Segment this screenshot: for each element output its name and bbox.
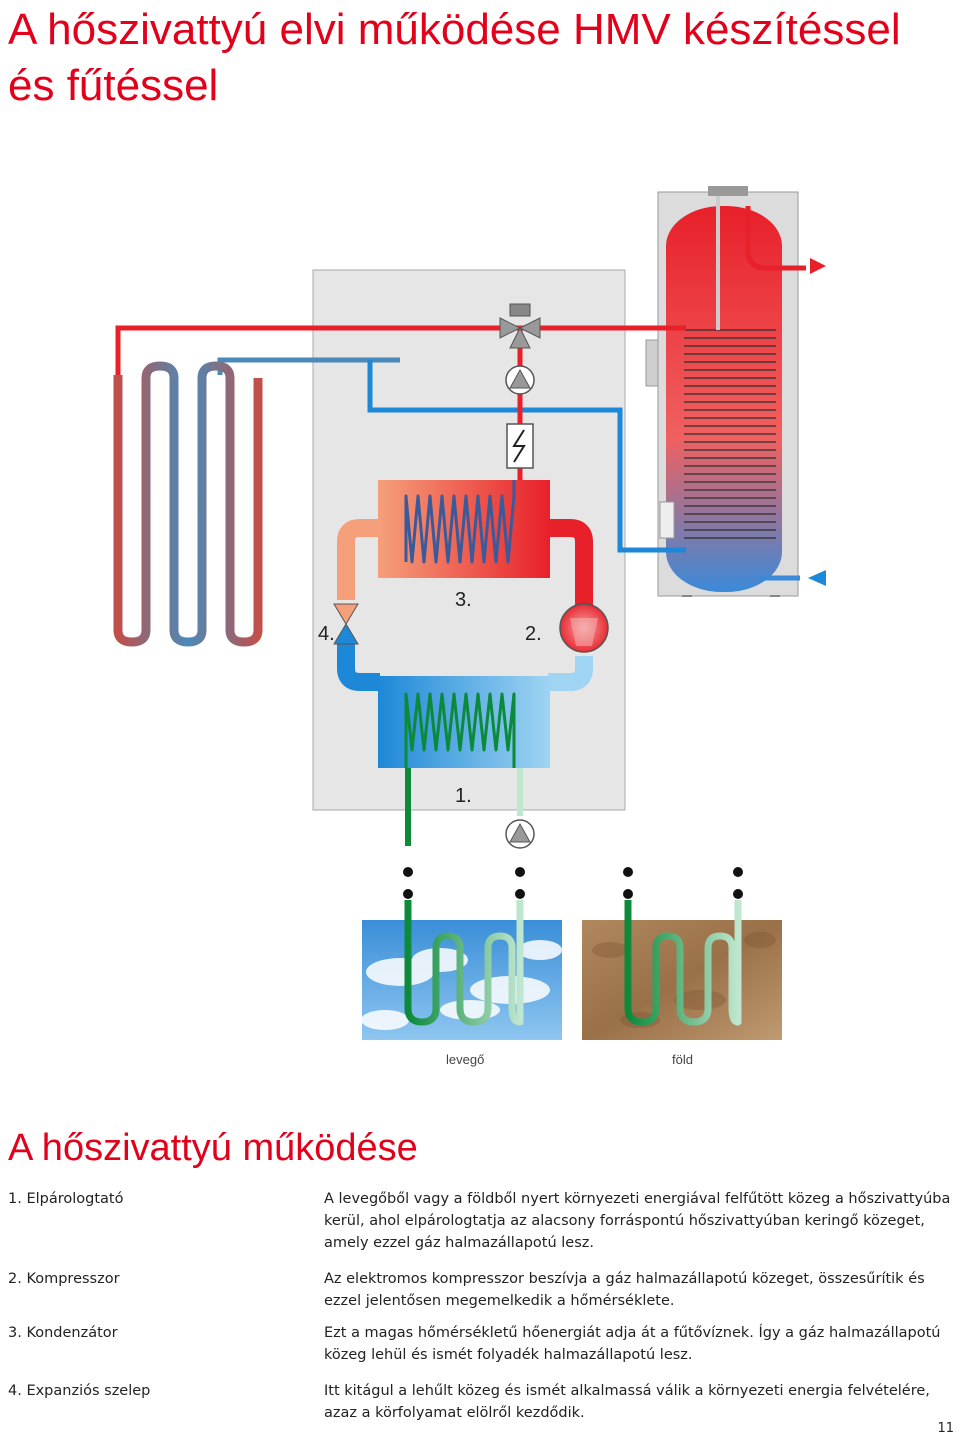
item-term: 3. Kondenzátor xyxy=(8,1325,118,1341)
label-expansion-valve: 4. xyxy=(318,623,335,645)
air-collector-loop xyxy=(404,900,524,1026)
caption-ground: föld xyxy=(672,1052,693,1067)
compressor xyxy=(559,603,609,653)
label-evaporator: 1. xyxy=(455,785,472,807)
item-description: Az elektromos kompresszor beszívja a gáz… xyxy=(324,1271,925,1309)
caption-air: levegő xyxy=(446,1052,484,1067)
hot-water-tank xyxy=(666,206,782,592)
item-description: Itt kitágul a lehűlt közeg és ismét alka… xyxy=(324,1383,930,1421)
item-term: 2. Kompresszor xyxy=(8,1271,120,1287)
hot-water-out-arrow xyxy=(810,258,826,274)
item-description: A levegőből vagy a földből nyert környez… xyxy=(324,1191,951,1251)
brine-pump xyxy=(505,819,535,849)
tank-heating-coil xyxy=(684,329,776,539)
label-condenser: 3. xyxy=(455,589,472,611)
heat-pump-diagram: 3. 2. 4. 1. levegő föld xyxy=(113,186,826,1067)
item-term: 4. Expanziós szelep xyxy=(8,1383,151,1399)
ground-collector-loop xyxy=(624,900,742,1026)
item-term: 1. Elpárologtató xyxy=(8,1191,124,1207)
three-way-valve xyxy=(499,303,541,349)
heating-pump xyxy=(505,365,535,395)
expansion-valve xyxy=(333,603,359,645)
evaporator-coil xyxy=(404,692,516,768)
section-title: A hőszivattyú működése xyxy=(8,1127,418,1169)
electric-heater xyxy=(506,423,534,469)
cold-water-in-arrow xyxy=(808,570,826,586)
label-compressor: 2. xyxy=(525,623,542,645)
item-description: Ezt a magas hőmérsékletű hőenergiát adja… xyxy=(324,1325,941,1363)
page-title: A hőszivattyú elvi működése HMV készítés… xyxy=(8,5,901,110)
condenser-coil xyxy=(404,480,516,564)
page-number: 11 xyxy=(937,1421,954,1436)
floor-heating-loop xyxy=(113,361,263,647)
